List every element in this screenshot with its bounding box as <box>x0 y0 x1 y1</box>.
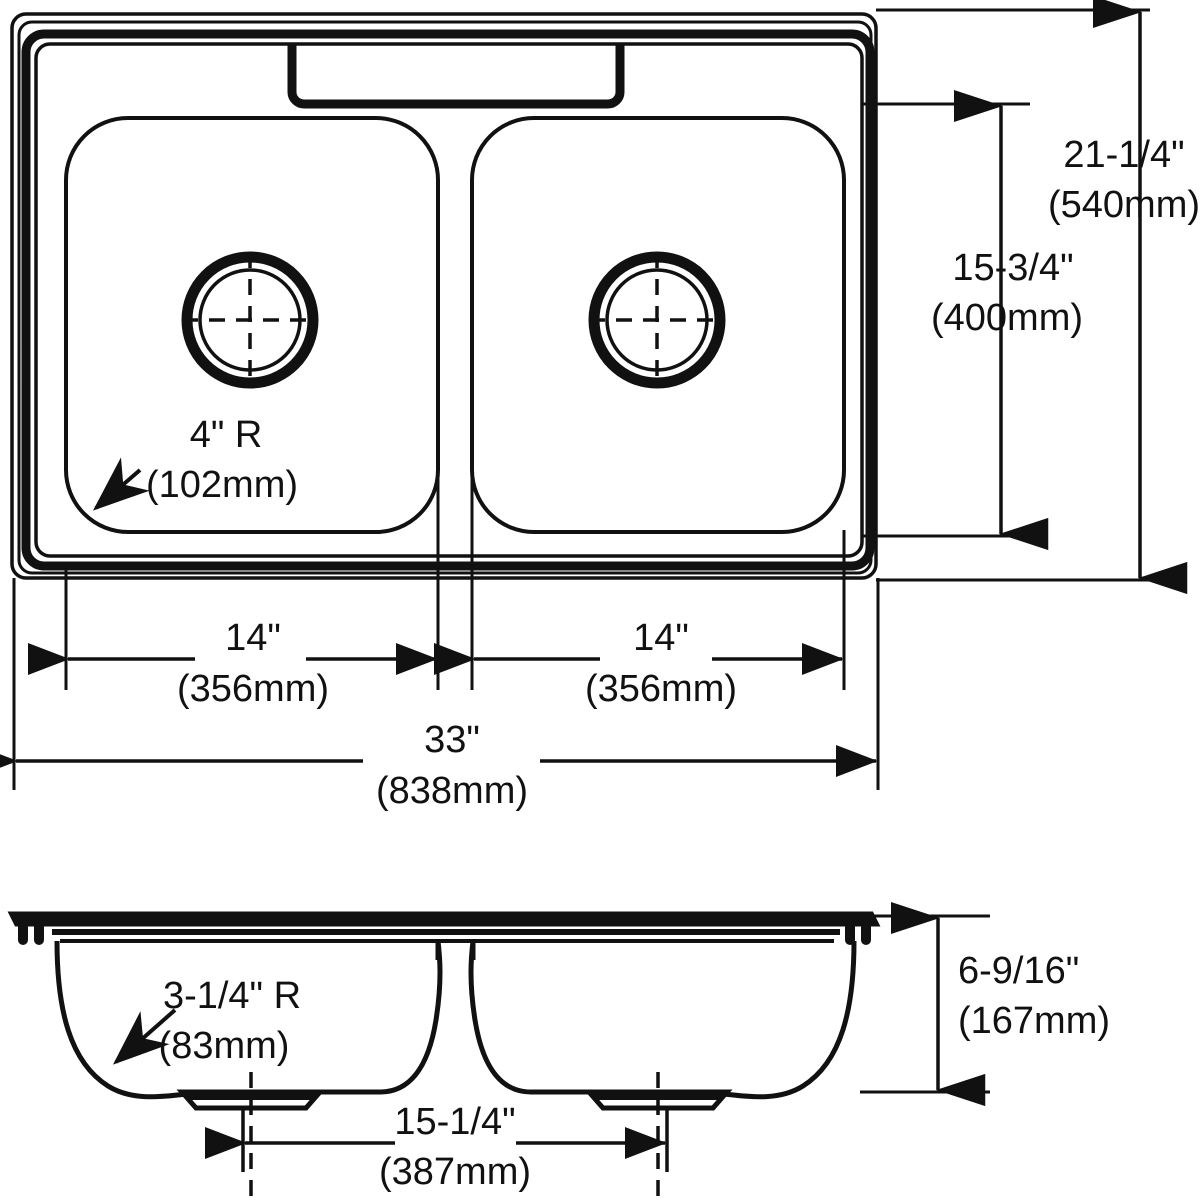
overall-height-dimension: 21-1/4" (540mm) <box>1048 0 1200 595</box>
bowl-height-imperial-label: 15-3/4" <box>952 247 1073 289</box>
left-drain <box>181 251 319 389</box>
elevation-rim-top-plate <box>7 911 881 927</box>
overall-height-metric-label: (540mm) <box>1048 184 1200 226</box>
bottom-radius-leader-line <box>112 1008 177 1065</box>
drain-spacing-dimension: 15-1/4" (387mm) <box>204 1101 667 1193</box>
drain-spacing-imperial-label: 15-1/4" <box>394 1101 515 1143</box>
right-bowl-outline <box>470 116 846 534</box>
right-bowl-width-metric-label: (356mm) <box>585 668 737 710</box>
left-bowl-width-imperial-label: 14" <box>225 617 281 659</box>
bottom-radius-callout: 3-1/4" R (83mm) <box>112 975 301 1067</box>
sink-outer-rim-outline <box>10 12 878 580</box>
sink-deck-edge <box>21 29 875 571</box>
right-bowl-width-imperial-label: 14" <box>633 617 689 659</box>
mounting-clip-left-b <box>34 926 44 945</box>
overall-width-dimension: 33" (838mm) <box>0 719 878 812</box>
bottom-radius-metric-label: (83mm) <box>159 1025 290 1067</box>
mounting-clip-right-b <box>861 926 871 945</box>
left-drain-boss-body <box>176 1089 326 1111</box>
mounting-clip-right-a <box>845 926 855 945</box>
right-bowl-width-dimension: 14" (356mm) <box>433 617 844 710</box>
overall-width-imperial-label: 33" <box>424 719 480 761</box>
right-drain <box>588 251 726 389</box>
bowl-height-dimension: 15-3/4" (400mm) <box>931 89 1083 551</box>
overall-width-metric-label: (838mm) <box>376 770 528 812</box>
corner-radius-imperial-label: 4" R <box>190 414 263 456</box>
elevation-right-bowl-wall <box>468 940 857 1100</box>
overall-height-imperial-label: 21-1/4" <box>1063 134 1184 176</box>
bowl-depth-imperial-label: 6-9/16" <box>958 950 1079 992</box>
corner-radius-callout-top: 4" R (102mm) <box>92 414 298 511</box>
mounting-clip-left-a <box>18 926 28 945</box>
right-mounting-clips <box>845 926 871 945</box>
elevation-left-bowl-wall <box>54 940 443 1100</box>
bowl-depth-dimension: 6-9/16" (167mm) <box>890 901 1110 1107</box>
left-bowl-outline <box>64 116 440 534</box>
left-bowl-width-dimension: 14" (356mm) <box>27 617 438 710</box>
left-mounting-clips <box>18 926 44 945</box>
top-view: 4" R (102mm) 21-1/4" (540mm) 15-3/4" (40… <box>0 0 1200 812</box>
corner-radius-metric-label: (102mm) <box>146 464 298 506</box>
corner-radius-leader-line <box>92 457 150 511</box>
bowl-depth-metric-label: (167mm) <box>958 1000 1110 1042</box>
sink-rim-inner-outline <box>17 20 873 575</box>
sink-deck-inner-line <box>34 42 864 558</box>
left-bowl-width-metric-label: (356mm) <box>177 668 329 710</box>
bowl-height-metric-label: (400mm) <box>931 297 1083 339</box>
front-elevation-view: 3-1/4" R (83mm) 6-9/16" (167mm) 15-1/4" … <box>7 901 1110 1200</box>
elevation-right-drain-boss <box>583 1072 733 1200</box>
faucet-deck-ledge <box>287 44 625 109</box>
bottom-radius-imperial-label: 3-1/4" R <box>163 975 301 1017</box>
drain-spacing-metric-label: (387mm) <box>379 1151 531 1193</box>
right-drain-boss-body <box>583 1089 733 1111</box>
elevation-left-drain-boss <box>176 1072 326 1200</box>
